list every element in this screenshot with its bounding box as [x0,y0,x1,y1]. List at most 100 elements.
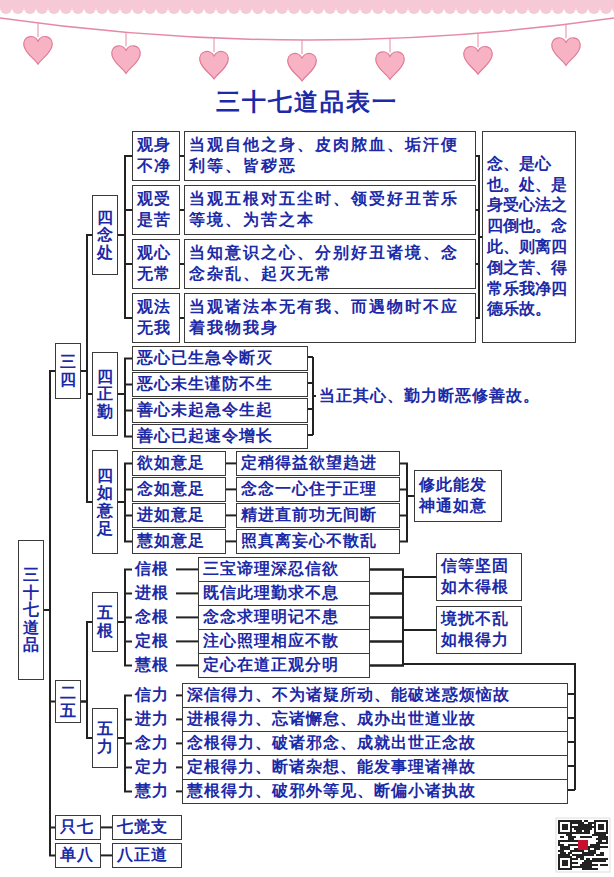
bracket [308,357,316,435]
lace-scallop [360,2,372,14]
tree-connector [118,394,132,436]
qr-module [582,836,584,838]
text-box: 观法无我 [132,293,180,343]
lace-scallop [108,2,120,14]
qr-module [562,860,568,866]
qr-module [574,822,576,824]
tree-connector [176,664,198,666]
tree-connector [101,854,112,856]
qr-module [580,864,582,866]
qr-module [580,822,582,824]
qr-module [602,864,604,866]
qr-module [586,854,588,856]
node-text: 信等坚固如木得根 [441,556,517,598]
node-text: 念念一心住于正理 [241,479,377,500]
qr-module [594,820,608,834]
category-column: 四念处 [92,195,118,275]
text-box: 当观诸法本无有我、而遇物时不应着我物我身 [184,293,476,343]
qr-module [572,866,574,868]
text-box: 善心已起速令增长 [132,424,308,449]
qr-module [580,824,582,826]
qr-module [600,838,602,840]
lace-scallop [504,2,516,14]
qr-module [598,834,600,836]
qr-module [604,834,606,836]
text-box: 念念一心住于正理 [236,477,400,502]
qr-module [578,822,580,824]
qr-module [580,832,582,834]
node-text: 念念求理明记不患 [203,607,339,628]
text-box: 进根得力、忘诸懈怠、成办出世道业故 [182,707,568,732]
qr-module [574,836,576,838]
qr-module [592,852,594,854]
heart [464,47,492,75]
qr-module [596,842,598,844]
qr-module [602,846,604,848]
text-box: 修此能发神通如意 [414,470,502,522]
node-text: 深信得力、不为诸疑所动、能破迷惑烦恼故 [187,685,510,706]
qr-module [606,836,608,838]
lace-scallop [612,2,614,14]
node-text: 念、是心也。处、是身受心法之四倒也。念此、则离四倒之苦、得常乐我净四德乐故。 [487,154,571,320]
qr-module [576,830,578,832]
qr-module [596,858,598,860]
node-text: 善心未起急令生起 [137,400,273,421]
text-box: 慧如意足 [132,529,226,554]
lace-scallop [588,2,600,14]
qr-module [560,822,570,832]
qr-module [592,846,594,848]
qr-module [606,838,608,840]
tree-connector [44,610,55,855]
qr-module [580,836,582,838]
tree-connector [118,738,132,791]
qr-module [582,828,584,830]
tree-connector [118,235,132,318]
qr-module [574,832,576,834]
qr-module [586,828,588,830]
qr-module [582,868,584,870]
tree-connector [226,462,236,464]
lace-scallop [408,2,420,14]
lace-scallop [600,2,612,14]
qr-module [580,826,582,828]
qr-module [574,828,576,830]
qr-module [596,848,598,850]
tree-connector [44,371,55,610]
qr-module [568,838,570,840]
qr-module [580,820,582,822]
qr-module [586,824,588,826]
text-box: 当观自他之身、皮肉脓血、垢汗便利等、皆秽恶 [184,131,476,181]
qr-module [578,866,580,868]
qr-module [562,854,564,856]
text-box: 照真离妄心不散乱 [236,529,400,554]
qr-module [594,846,596,848]
node-text: 五力 [97,720,113,755]
qr-module [588,824,590,826]
heart [24,37,52,65]
qr-module [574,854,576,856]
qr-module [588,852,590,854]
node-text: 四念处 [97,209,113,262]
qr-module [572,838,574,840]
node-text: 念根得力、破诸邪念、成就出世正念故 [187,733,476,754]
qr-module [590,828,592,830]
lace-scallop [336,2,348,14]
qr-module [562,824,568,830]
qr-module [588,822,590,824]
lace-scallop [264,2,276,14]
qr-module [594,852,596,854]
qr-module [576,826,578,828]
qr-module [586,862,588,864]
qr-module [572,854,574,856]
qr-module [596,822,606,832]
note-text: 当正其心、勤力断恶修善故。 [318,386,541,407]
category-column: 二五 [55,680,81,723]
heart-string [214,38,215,52]
node-text: 念力 [135,733,169,754]
tree-connector [176,640,198,642]
qr-module [586,860,588,862]
text-box: 信等坚固如木得根 [436,553,522,601]
qr-module [578,840,588,850]
qr-module [578,854,580,856]
qr-module [578,824,580,826]
